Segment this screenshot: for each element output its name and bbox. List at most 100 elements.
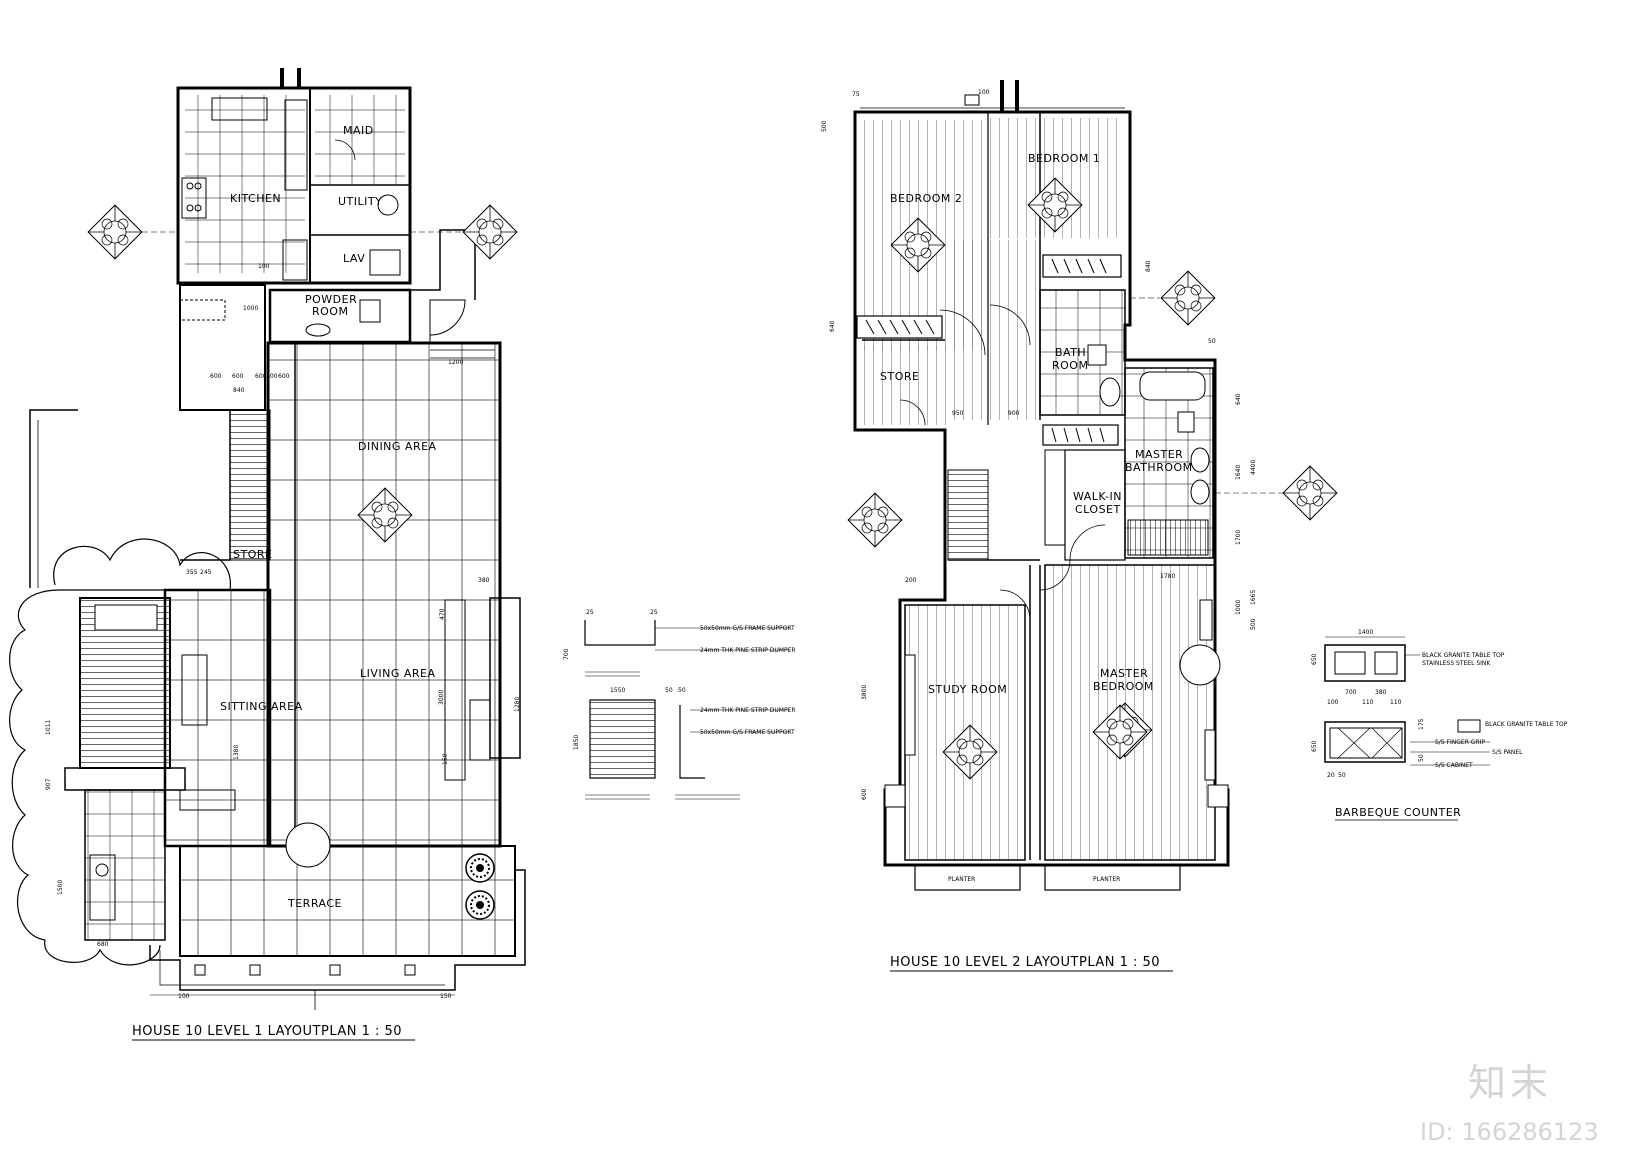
svg-text:150: 150	[440, 993, 452, 1000]
svg-text:1000: 1000	[243, 305, 258, 312]
svg-text:600: 600	[210, 373, 222, 380]
svg-text:100: 100	[978, 89, 990, 96]
svg-text:STAINLESS STEEL SINK: STAINLESS STEEL SINK	[1422, 660, 1491, 667]
room-label-walk-in: WALK-IN	[1073, 490, 1122, 503]
svg-text:4400: 4400	[1250, 460, 1257, 475]
room-label-bathroom: ROOM	[1052, 359, 1088, 372]
svg-text:50: 50	[1338, 772, 1346, 779]
room-label-bath: BATH	[1055, 346, 1086, 359]
svg-text:500: 500	[821, 120, 828, 132]
level-2-plan: BEDROOM 1 BEDROOM 2 BATH ROOM STORE MAST…	[821, 80, 1338, 972]
room-label-lav: LAV	[343, 252, 365, 265]
svg-text:25: 25	[650, 609, 658, 616]
svg-text:1400: 1400	[1358, 629, 1373, 636]
svg-text:1700: 1700	[1235, 530, 1242, 545]
planter-label-right: PLANTER	[1093, 876, 1120, 883]
room-label-room: ROOM	[312, 305, 348, 318]
room-label-bedroom-1: BEDROOM 1	[1028, 152, 1100, 165]
svg-text:50x50mm G/S FRAME SUPPORT: 50x50mm G/S FRAME SUPPORT	[700, 729, 795, 736]
svg-text:1380: 1380	[233, 745, 240, 760]
svg-text:100: 100	[1327, 699, 1339, 706]
room-label-powder: POWDER	[305, 293, 357, 306]
svg-text:BLACK GRANITE TABLE TOP: BLACK GRANITE TABLE TOP	[1422, 652, 1505, 659]
svg-text:380: 380	[478, 577, 490, 584]
room-label-terrace: TERRACE	[287, 897, 342, 910]
svg-text:907: 907	[45, 778, 52, 790]
svg-text:50: 50	[1208, 338, 1216, 345]
svg-text:100: 100	[178, 993, 190, 1000]
svg-text:S/S FINGER GRIP: S/S FINGER GRIP	[1435, 739, 1485, 746]
svg-text:1500: 1500	[57, 880, 64, 895]
svg-text:840: 840	[1145, 260, 1152, 272]
svg-text:1200: 1200	[448, 359, 463, 366]
svg-text:50x50mm G/S FRAME SUPPORT: 50x50mm G/S FRAME SUPPORT	[700, 625, 795, 632]
room-label-maid: MAID	[343, 124, 374, 137]
svg-text:1850: 1850	[573, 735, 580, 750]
svg-text:S/S CABINET: S/S CABINET	[1435, 762, 1473, 769]
svg-text:50: 50	[1418, 754, 1425, 762]
svg-text:840: 840	[233, 387, 245, 394]
room-label-master-bath: MASTER	[1135, 448, 1183, 461]
svg-text:1280: 1280	[514, 697, 521, 712]
svg-text:650: 650	[1311, 653, 1318, 665]
svg-text:24mm THK PINE STRIP DUMPER: 24mm THK PINE STRIP DUMPER	[700, 647, 796, 654]
room-label-store: STORE	[233, 548, 272, 561]
svg-text:25: 25	[586, 609, 594, 616]
svg-text:600: 600	[861, 788, 868, 800]
bbq-title: BARBEQUE COUNTER	[1335, 806, 1461, 819]
room-label-master-bathroom: BATHROOM	[1125, 461, 1193, 474]
svg-text:900: 900	[1008, 410, 1020, 417]
svg-text:75: 75	[852, 91, 860, 98]
level2-title: HOUSE 10 LEVEL 2 LAYOUTPLAN 1 : 50	[890, 955, 1160, 970]
svg-text:BLACK GRANITE TABLE TOP: BLACK GRANITE TABLE TOP	[1485, 721, 1568, 728]
svg-text:950: 950	[952, 410, 964, 417]
svg-text:500: 500	[1250, 618, 1257, 630]
watermark-logo: 知末	[1468, 1061, 1553, 1105]
room-label-closet: CLOSET	[1075, 503, 1121, 516]
svg-text:300: 300	[266, 373, 278, 380]
level2-outer-wall	[853, 110, 1230, 867]
svg-text:1780: 1780	[1160, 573, 1175, 580]
svg-text:1665: 1665	[1250, 590, 1257, 605]
room-label-utility: UTILITY	[338, 195, 382, 208]
svg-text:50: 50	[678, 687, 686, 694]
svg-text:600: 600	[232, 373, 244, 380]
svg-text:1011: 1011	[45, 720, 52, 735]
svg-text:600: 600	[278, 373, 290, 380]
svg-text:24mm THK PINE STRIP DUMPER: 24mm THK PINE STRIP DUMPER	[700, 707, 796, 714]
svg-text:245: 245	[200, 569, 212, 576]
level-1-plan: MAID KITCHEN UTILITY LAV POWDER ROOM DIN…	[9, 68, 526, 1041]
svg-text:470: 470	[439, 608, 446, 620]
svg-text:380: 380	[1375, 689, 1387, 696]
svg-text:600: 600	[255, 373, 267, 380]
svg-text:200: 200	[905, 577, 917, 584]
svg-text:1640: 1640	[1235, 465, 1242, 480]
svg-text:700: 700	[1345, 689, 1357, 696]
barbeque-counter-detail: 1400 650 700 380 100 110 110 650 175 50 …	[1311, 629, 1568, 821]
svg-text:3800: 3800	[861, 685, 868, 700]
room-label-bedroom-2: BEDROOM 2	[890, 192, 962, 205]
svg-text:3000: 3000	[438, 690, 445, 705]
svg-text:640: 640	[1235, 393, 1242, 405]
svg-text:S/S PANEL: S/S PANEL	[1492, 749, 1523, 756]
svg-text:355: 355	[186, 569, 198, 576]
svg-text:20: 20	[1327, 772, 1335, 779]
room-label-study: STUDY ROOM	[928, 683, 1007, 696]
svg-text:50: 50	[665, 687, 673, 694]
section-details: 25 25 700 1550 50 50 1850 50x50mm G/S FR…	[563, 609, 796, 800]
room-label-dining: DINING AREA	[358, 440, 437, 453]
terrace	[179, 845, 516, 957]
svg-text:1000: 1000	[1235, 600, 1242, 615]
svg-text:640: 640	[829, 320, 836, 332]
level1-dimensions: 100 600 600 600 300 600 840 1000 1200 35…	[45, 263, 521, 1000]
room-label-living: LIVING AREA	[360, 667, 436, 680]
room-label-sitting: SITTING AREA	[220, 700, 303, 713]
svg-text:700: 700	[563, 648, 570, 660]
svg-text:175: 175	[1418, 718, 1425, 730]
room-label-store-2: STORE	[880, 370, 919, 383]
svg-text:150: 150	[442, 753, 449, 765]
svg-text:1550: 1550	[610, 687, 625, 694]
room-label-master: MASTER	[1100, 667, 1148, 680]
svg-text:110: 110	[1362, 699, 1374, 706]
